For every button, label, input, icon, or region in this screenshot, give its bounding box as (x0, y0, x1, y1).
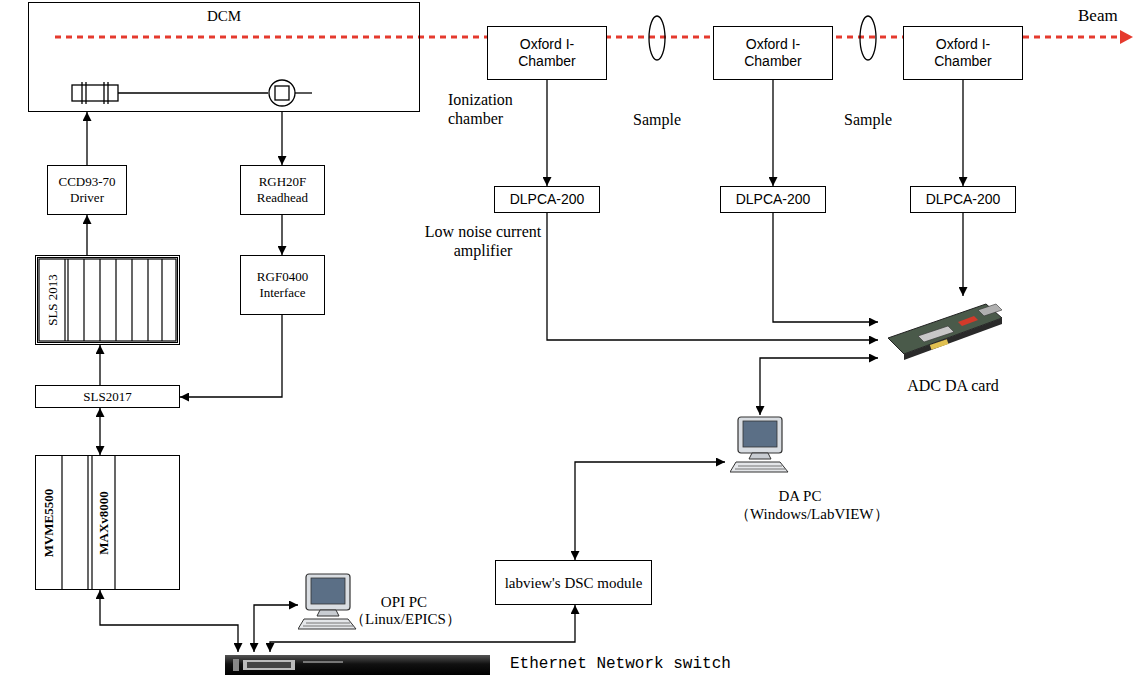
process-box: labview's DSC module (495, 560, 652, 605)
text-wrap: DLPCA-200 (736, 191, 811, 208)
box-text: labview's DSC module (505, 574, 643, 592)
computer-label: OPI PC （Linux/EPICS） (350, 594, 458, 628)
icon-holder (878, 298, 1028, 360)
connector-arrow (100, 590, 238, 652)
connector-arrow (99, 345, 100, 385)
dcm-mechanism (72, 80, 312, 106)
annotation-label: Sample (835, 110, 901, 129)
process-box: Oxford I-Chamber (487, 26, 607, 80)
box-text: DLPCA-200 (510, 191, 585, 208)
process-box: SLS2017 (35, 385, 180, 408)
text-wrap: Oxford I-Chamber (918, 36, 1008, 70)
computer-node: OPI PC （Linux/EPICS） (298, 572, 458, 636)
connector-arrow (180, 315, 282, 397)
connector-arrow (962, 80, 963, 186)
rack-crate: SLS 2013 (35, 255, 180, 345)
connector-arrow (281, 215, 282, 255)
sample-ellipse (860, 16, 876, 60)
connector-arrow (281, 112, 282, 165)
process-box: RGF0400 Interface (240, 255, 325, 315)
text-wrap: ADC DA card (878, 376, 1028, 395)
connector-arrow (99, 408, 100, 455)
switch-label: Ethernet Network switch (510, 654, 731, 674)
text-wrap: CCD93-70 Driver (52, 174, 122, 206)
box-text: CCD93-70 Driver (52, 174, 122, 206)
icon-holder (730, 415, 792, 475)
box-text: RGF0400 Interface (248, 269, 318, 301)
monochromator-box: DCM (28, 2, 420, 112)
connector-arrow (772, 80, 773, 186)
text-wrap: RGH20F Readhead (248, 174, 318, 206)
text-wrap: RGF0400 Interface (248, 269, 318, 301)
switch-body (225, 655, 490, 675)
adc-card-icon (878, 298, 1028, 360)
connector-arrow (86, 215, 87, 255)
connector-arrow (254, 605, 298, 652)
card-label: ADC DA card (878, 376, 1028, 395)
process-box: RGH20F Readhead (240, 165, 325, 215)
switch-ports (225, 655, 490, 675)
computer-node: DA PC （Windows/LabVIEW） (725, 415, 865, 535)
process-box: DLPCA-200 (720, 186, 826, 213)
rack-slots (39, 259, 176, 341)
connector-arrow (575, 462, 725, 560)
connector-arrow (547, 213, 878, 340)
chassis-slots (62, 455, 115, 590)
process-box: DLPCA-200 (494, 186, 600, 213)
process-box: DLPCA-200 (910, 186, 1016, 213)
connector-arrow (546, 80, 547, 186)
rotated-label: SLS 2013 (45, 274, 61, 326)
computer-icon (730, 415, 792, 475)
connector-arrow (962, 213, 963, 296)
box-text: Oxford I-Chamber (728, 36, 818, 70)
box-text: RGH20F Readhead (248, 174, 318, 206)
text-wrap: DLPCA-200 (510, 191, 585, 208)
box-text: DLPCA-200 (736, 191, 811, 208)
annotation-label: Sample (624, 110, 690, 129)
vme-chassis: MVME5500 MAXv8000 (35, 455, 180, 590)
connector-arrow (773, 213, 878, 322)
network-switch: Ethernet Network switch (225, 652, 805, 675)
annotation-label: Low noise current amplifier (418, 222, 548, 260)
connector-arrow (86, 112, 87, 165)
text-wrap: labview's DSC module (505, 574, 643, 592)
text-wrap: Oxford I-Chamber (502, 36, 592, 70)
text-wrap: DCM (29, 7, 419, 25)
rotated-label: MAXv8000 (96, 491, 112, 555)
connector-arrow (760, 358, 878, 415)
text-wrap: SLS2017 (83, 389, 131, 405)
process-box: Oxford I-Chamber (713, 26, 833, 80)
box-text: Oxford I-Chamber (502, 36, 592, 70)
sample-ellipse (649, 16, 665, 60)
text-wrap: Oxford I-Chamber (728, 36, 818, 70)
rotated-label: MVME5500 (41, 488, 57, 557)
annotation-label: Ionization chamber (448, 90, 543, 128)
process-box: CCD93-70 Driver (47, 165, 127, 215)
text-wrap: Ethernet Network switch (510, 654, 731, 674)
annotation-label: Beam (1078, 6, 1134, 26)
computer-label: DA PC （Windows/LabVIEW） (735, 487, 865, 523)
box-heading: DCM (29, 7, 419, 25)
box-text: DLPCA-200 (926, 191, 1001, 208)
adc-card-node: ADC DA card (878, 296, 1028, 400)
box-text: SLS2017 (83, 389, 131, 405)
beam-arrowhead (1120, 30, 1133, 44)
box-text: Oxford I-Chamber (918, 36, 1008, 70)
process-box: Oxford I-Chamber (903, 26, 1023, 80)
text-wrap: DLPCA-200 (926, 191, 1001, 208)
text-wrap: DA PC （Windows/LabVIEW） (735, 487, 865, 523)
text-wrap: OPI PC （Linux/EPICS） (350, 594, 458, 628)
